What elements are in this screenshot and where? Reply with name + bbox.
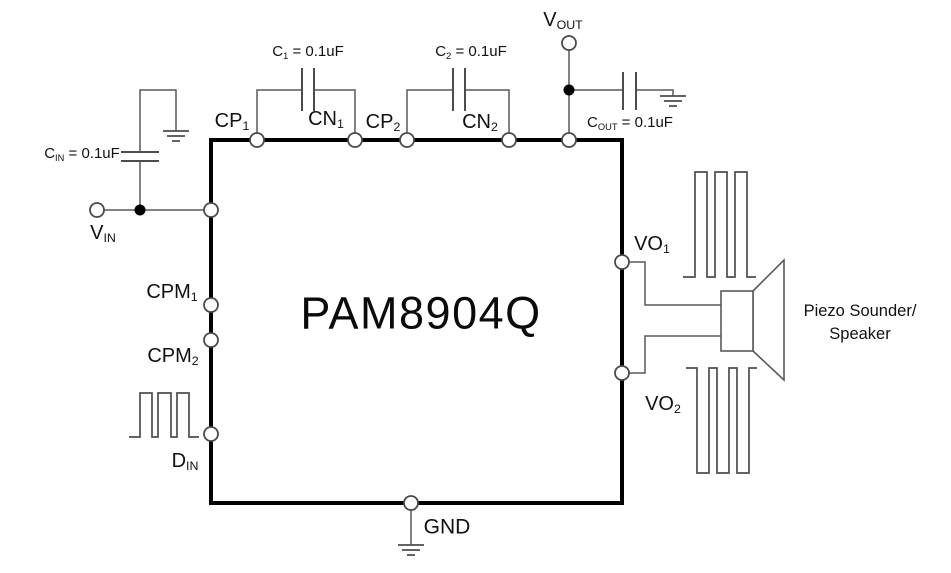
cout-ground-wire — [637, 89, 674, 96]
c1-value-label: C1 = 0.1uF — [272, 42, 344, 61]
pin-label-gnd: GND — [423, 515, 471, 539]
pin-label-cpm2: CPM2 — [147, 345, 199, 369]
chip-name: PAM8904Q — [300, 288, 541, 338]
vo2-wire — [629, 335, 721, 374]
pin-cn2 — [501, 132, 517, 148]
din-squarewave-icon — [129, 392, 199, 438]
chip-name-text: PAM8904Q — [300, 287, 542, 339]
pin-gnd — [403, 495, 419, 511]
pin-vout — [561, 132, 577, 148]
pin-cpm2 — [203, 332, 219, 348]
terminal-vin — [89, 202, 105, 218]
vout-junction-dot — [563, 84, 575, 96]
cin-ground-icon — [163, 130, 189, 142]
pin-cn1 — [347, 132, 363, 148]
cin-ground-wire — [139, 89, 177, 152]
gnd-ground-icon — [398, 544, 424, 556]
load-label: Piezo Sounder/ Speaker — [804, 300, 917, 346]
c2-capacitor-icon — [452, 68, 466, 111]
pin-label-din: DIN — [171, 450, 199, 474]
cin-capacitor-icon — [121, 151, 159, 162]
pin-vo2 — [614, 365, 630, 381]
c1-left-wire — [256, 89, 301, 140]
c1-right-wire — [315, 89, 356, 140]
c2-left-wire — [406, 89, 452, 140]
pin-cpm1 — [203, 297, 219, 313]
pin-label-cp2: CP2 — [365, 111, 401, 135]
c1-capacitor-icon — [301, 68, 315, 111]
vin-junction-dot — [134, 204, 146, 216]
pin-cp2 — [399, 132, 415, 148]
pin-vin — [203, 202, 219, 218]
vo1-wire — [629, 261, 721, 306]
cin-value-label: CIN = 0.1uF — [44, 144, 120, 163]
speaker-cone-icon — [752, 258, 785, 382]
pin-label-cn2: CN2 — [462, 111, 498, 135]
vin-label: VIN — [90, 222, 116, 246]
pin-cp1 — [249, 132, 265, 148]
load-label-line1: Piezo Sounder/ — [803, 302, 917, 320]
c2-value-label: C2 = 0.1uF — [435, 42, 507, 61]
vo2-squarewave-icon — [686, 367, 757, 474]
pin-label-vo1: VO1 — [634, 233, 670, 257]
c2-right-wire — [466, 89, 510, 140]
ic-body — [209, 138, 624, 505]
pin-din — [203, 426, 219, 442]
vo1-squarewave-icon — [683, 171, 756, 278]
vout-label: VOUT — [543, 9, 583, 33]
load-label-line2: Speaker — [829, 325, 891, 343]
pin-label-cpm1: CPM1 — [146, 281, 198, 305]
cout-ground-icon — [660, 95, 686, 107]
cout-value-label: COUT = 0.1uF — [587, 113, 673, 132]
pin-vo1 — [614, 254, 630, 270]
terminal-vout — [561, 35, 577, 51]
pin-label-vo2: VO2 — [645, 393, 681, 417]
cout-capacitor-icon — [622, 72, 637, 110]
speaker-body-icon — [720, 290, 754, 352]
pin-label-cn1: CN1 — [308, 108, 344, 132]
pin-label-cp1: CP1 — [214, 110, 250, 134]
